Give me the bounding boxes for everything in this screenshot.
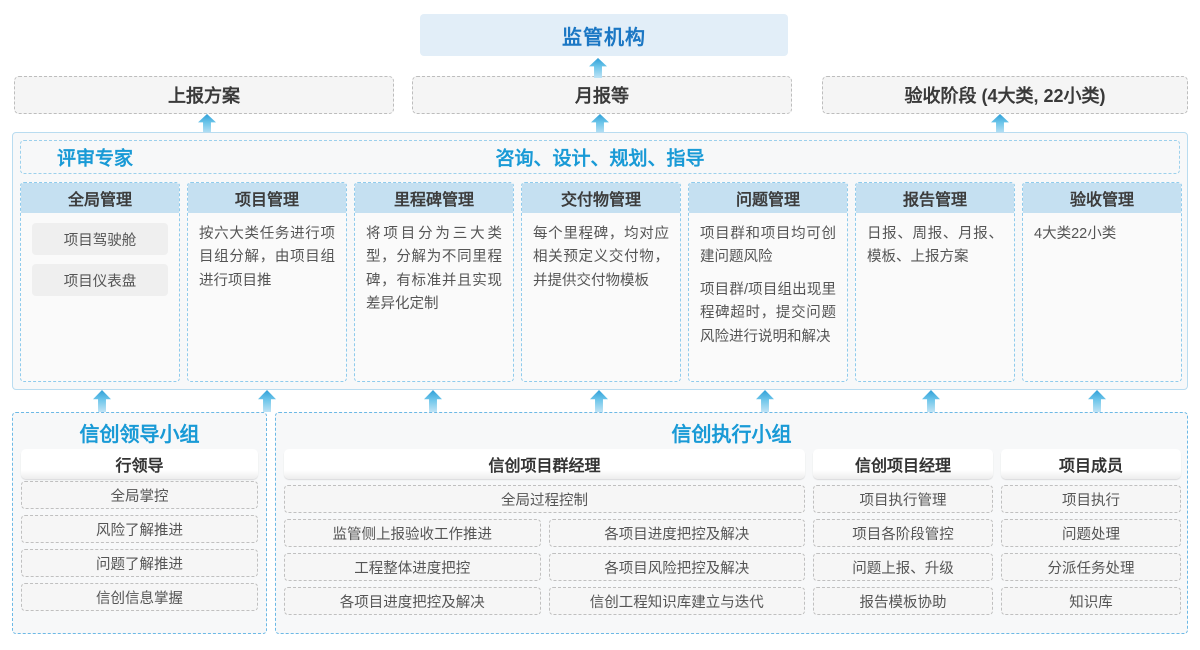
project-manager-item[interactable]: 问题上报、升级: [813, 553, 993, 581]
project-member-item[interactable]: 知识库: [1001, 587, 1181, 615]
module-description: 4大类22小类: [1034, 226, 1117, 242]
module-card[interactable]: 问题管理项目群和项目均可创建问题风险项目群/项目组出现里程碑超时，提交问题风险进…: [688, 182, 848, 382]
module-card[interactable]: 报告管理日报、周报、月报、模板、上报方案: [855, 182, 1015, 382]
arrow-up-to-authority: [589, 58, 607, 78]
arrow-up-to-module: [590, 390, 608, 412]
regulatory-authority-box: 监管机构: [420, 14, 788, 56]
exec-role-grid: 信创项目群经理 全局过程控制 监管侧上报验收工作推进工程整体进度把控各项目进度把…: [284, 449, 1181, 615]
arrow-up-to-module: [93, 390, 111, 412]
module-card-body: 项目群和项目均可创建问题风险项目群/项目组出现里程碑超时，提交问题风险进行说明和…: [689, 213, 847, 381]
leader-group-title: 信创领导小组: [79, 424, 200, 446]
leader-responsibility-list: 全局掌控风险了解推进问题了解推进信创信息掌握: [21, 481, 258, 611]
arrow-up-to-module: [756, 390, 774, 412]
module-card-title: 报告管理: [856, 183, 1014, 213]
module-pill[interactable]: 项目仪表盘: [32, 264, 168, 296]
program-manager-right-list: 各项目进度把控及解决各项目风险把控及解决信创工程知识库建立与迭代: [548, 519, 805, 615]
module-card-title: 项目管理: [188, 183, 346, 213]
module-card-body: 每个里程碑，均对应相关预定义交付物，并提供交付物模板: [522, 213, 680, 381]
program-manager-item[interactable]: 各项目风险把控及解决: [548, 553, 805, 581]
project-manager-list: 项目执行管理项目各阶段管控问题上报、升级报告模板协助: [813, 485, 993, 615]
leader-responsibility-item[interactable]: 风险了解推进: [21, 515, 258, 543]
program-manager-item[interactable]: 信创工程知识库建立与迭代: [548, 587, 805, 615]
leader-responsibility-item[interactable]: 信创信息掌握: [21, 583, 258, 611]
project-member-item[interactable]: 分派任务处理: [1001, 553, 1181, 581]
regulatory-authority-label: 监管机构: [562, 26, 646, 49]
arrow-up-to-module: [922, 390, 940, 412]
module-card-title: 验收管理: [1023, 183, 1181, 213]
module-card-title: 里程碑管理: [355, 183, 513, 213]
arrow-up-to-report: [198, 114, 216, 134]
program-manager-global-item: 全局过程控制: [284, 485, 805, 513]
module-card-body: 日报、周报、月报、模板、上报方案: [856, 213, 1014, 381]
program-manager-left-list: 监管侧上报验收工作推进工程整体进度把控各项目进度把控及解决: [284, 519, 541, 615]
program-manager-item[interactable]: 工程整体进度把控: [284, 553, 541, 581]
advisor-review-expert-label: 评审专家: [57, 148, 134, 170]
program-manager-column: 信创项目群经理 全局过程控制 监管侧上报验收工作推进工程整体进度把控各项目进度把…: [284, 449, 805, 615]
exec-group-title: 信创执行小组: [671, 424, 792, 446]
module-description: 将项目分为三大类型，分解为不同里程碑，有标准并且实现差异化定制: [366, 226, 502, 313]
module-description: 日报、周报、月报、模板、上报方案: [867, 226, 1003, 266]
project-manager-role-head: 信创项目经理: [813, 449, 993, 479]
module-description: 每个里程碑，均对应相关预定义交付物，并提供交付物模板: [533, 226, 669, 289]
report-item-plan: 上报方案: [14, 76, 394, 114]
report-item-monthly: 月报等: [412, 76, 792, 114]
leader-responsibility-item[interactable]: 问题了解推进: [21, 549, 258, 577]
advisor-bar: 评审专家 咨询、设计、规划、指导: [20, 140, 1180, 174]
report-row: 上报方案 月报等 验收阶段 (4大类, 22小类): [0, 76, 1200, 114]
project-member-list: 项目执行问题处理分派任务处理知识库: [1001, 485, 1181, 615]
arrow-up-to-report: [991, 114, 1009, 134]
organization-band: 信创领导小组 行领导 全局掌控风险了解推进问题了解推进信创信息掌握 信创执行小组…: [12, 412, 1188, 634]
arrow-up-to-report: [591, 114, 609, 134]
module-card[interactable]: 验收管理 4大类22小类: [1022, 182, 1182, 382]
module-card-body: 4大类22小类: [1023, 213, 1181, 381]
program-manager-item[interactable]: 各项目进度把控及解决: [284, 587, 541, 615]
program-manager-item[interactable]: 监管侧上报验收工作推进: [284, 519, 541, 547]
module-card-title: 交付物管理: [522, 183, 680, 213]
module-description: 按六大类任务进行项目组分解，由项目组进行项目推: [199, 226, 335, 289]
module-card[interactable]: 全局管理项目驾驶舱项目仪表盘: [20, 182, 180, 382]
module-description: 项目群和项目均可创建问题风险: [700, 226, 836, 266]
project-manager-item[interactable]: 项目各阶段管控: [813, 519, 993, 547]
report-item-label: 上报方案: [168, 86, 240, 106]
platform-capability-band: 评审专家 咨询、设计、规划、指导 全局管理项目驾驶舱项目仪表盘项目管理按六大类任…: [12, 132, 1188, 390]
module-card-title: 问题管理: [689, 183, 847, 213]
module-description: 项目群/项目组出现里程碑超时，提交问题风险进行说明和解决: [700, 281, 836, 345]
leader-role-head: 行领导: [21, 449, 258, 479]
module-card-title: 全局管理: [21, 183, 179, 213]
project-manager-item[interactable]: 报告模板协助: [813, 587, 993, 615]
report-item-label: 月报等: [575, 86, 629, 106]
leader-group-panel: 信创领导小组 行领导 全局掌控风险了解推进问题了解推进信创信息掌握: [12, 412, 267, 634]
project-member-role-head: 项目成员: [1001, 449, 1181, 479]
module-card[interactable]: 里程碑管理将项目分为三大类型，分解为不同里程碑，有标准并且实现差异化定制: [354, 182, 514, 382]
arrow-up-to-module: [1088, 390, 1106, 412]
module-card[interactable]: 项目管理按六大类任务进行项目组分解，由项目组进行项目推: [187, 182, 347, 382]
exec-group-panel: 信创执行小组 信创项目群经理 全局过程控制 监管侧上报验收工作推进工程整体进度把…: [275, 412, 1188, 634]
arrow-up-to-module: [424, 390, 442, 412]
module-card-body: 按六大类任务进行项目组分解，由项目组进行项目推: [188, 213, 346, 381]
program-manager-subcolumns: 监管侧上报验收工作推进工程整体进度把控各项目进度把控及解决 各项目进度把控及解决…: [284, 519, 805, 615]
report-item-acceptance: 验收阶段 (4大类, 22小类): [822, 76, 1188, 114]
program-manager-role-head: 信创项目群经理: [284, 449, 805, 479]
module-card[interactable]: 交付物管理每个里程碑，均对应相关预定义交付物，并提供交付物模板: [521, 182, 681, 382]
exec-group-body: 信创项目群经理 全局过程控制 监管侧上报验收工作推进工程整体进度把控各项目进度把…: [284, 449, 1181, 615]
leader-responsibility-item[interactable]: 全局掌控: [21, 481, 258, 509]
arrow-up-to-module: [258, 390, 276, 412]
module-row: 全局管理项目驾驶舱项目仪表盘项目管理按六大类任务进行项目组分解，由项目组进行项目…: [20, 182, 1182, 382]
project-manager-column: 信创项目经理 项目执行管理项目各阶段管控问题上报、升级报告模板协助: [813, 449, 993, 615]
project-member-column: 项目成员 项目执行问题处理分派任务处理知识库: [1001, 449, 1181, 615]
module-pill[interactable]: 项目驾驶舱: [32, 223, 168, 255]
project-member-item[interactable]: 项目执行: [1001, 485, 1181, 513]
advisor-services-label: 咨询、设计、规划、指导: [495, 148, 705, 170]
report-item-label: 验收阶段 (4大类, 22小类): [904, 86, 1106, 106]
program-manager-item[interactable]: 各项目进度把控及解决: [548, 519, 805, 547]
project-member-item[interactable]: 问题处理: [1001, 519, 1181, 547]
module-card-body: 项目驾驶舱项目仪表盘: [21, 213, 179, 381]
project-manager-item[interactable]: 项目执行管理: [813, 485, 993, 513]
module-card-body: 将项目分为三大类型，分解为不同里程碑，有标准并且实现差异化定制: [355, 213, 513, 381]
